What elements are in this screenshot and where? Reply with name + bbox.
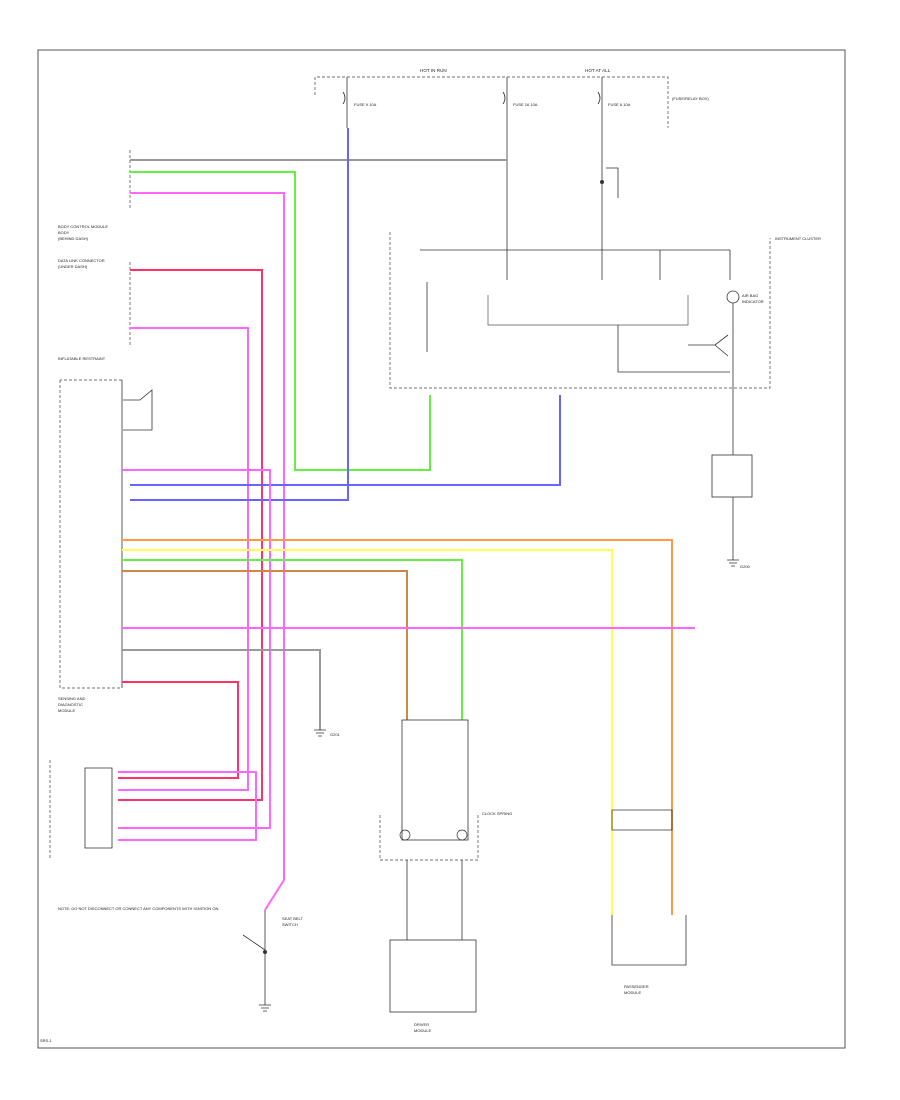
body-control-module: BODY CONTROL MODULE BODY (BEHIND DASH) (58, 150, 131, 241)
bcm-line-1: BODY (58, 230, 70, 235)
fuse-box-hot-at-all: HOT AT ALL (585, 68, 611, 73)
lower-left-connector (49, 760, 113, 858)
passenger-module: PASSENGER MODULE (611, 809, 687, 995)
data-link-connector: DATA LINK CONNECTOR (UNDER DASH) (58, 258, 131, 345)
air-bag-indicator-label: AIR BAG (742, 293, 758, 298)
bcm-line-2: (BEHIND DASH) (58, 236, 89, 241)
ground-g201: G201 (314, 729, 341, 737)
fuse-label-3: FUSE 6 10A (608, 102, 631, 107)
fuse-label-1: FUSE 9 10A (354, 102, 377, 107)
seat-belt-label-1: SEAT BELT (282, 916, 303, 921)
sdm-line-3: MODULE (58, 708, 75, 713)
instrument-cluster-title: INSTRUMENT CLUSTER (775, 236, 821, 241)
seat-belt-label-2: SWITCH (282, 922, 298, 927)
indicator-branch: G200 (711, 388, 753, 569)
fuse-box-note: (FUSE/RELAY BOX) (672, 96, 709, 101)
seat-belt-switch: SEAT BELT SWITCH (242, 910, 303, 1012)
sdm-title: INFLATABLE RESTRAINT (58, 356, 106, 361)
wiring (118, 128, 695, 915)
page-frame (37, 49, 846, 1049)
driver-module: CLOCK SPRING DRIVER MODULE (379, 719, 512, 1033)
ground-label-g201: G201 (330, 732, 341, 737)
fuse-box: HOT IN RUN HOT AT ALL (FUSE/RELAY BOX) F… (314, 68, 709, 232)
diagram-note: NOTE: DO NOT DISCONNECT OR CONNECT ANY C… (58, 906, 220, 911)
sdm-line-1: SENSING AND (58, 696, 85, 701)
driver-label-1: DRIVER (414, 1022, 429, 1027)
diagram-id: SRS-1 (40, 1038, 53, 1043)
passenger-label-2: MODULE (624, 990, 641, 995)
sdm-module: INFLATABLE RESTRAINT SENSING AND DIAGNOS… (58, 356, 153, 713)
dlc-line-1: (UNDER DASH) (58, 264, 88, 269)
fuse-label-2: FUSE 16 10A (513, 102, 538, 107)
fuse-box-hot-in-run: HOT IN RUN (420, 68, 447, 73)
passenger-label-1: PASSENGER (624, 984, 649, 989)
clock-spring-label: CLOCK SPRING (482, 811, 512, 816)
driver-label-2: MODULE (414, 1028, 431, 1033)
dlc-title: DATA LINK CONNECTOR (58, 258, 105, 263)
sdm-line-2: DIAGNOSTIC (58, 702, 83, 707)
ground-label-g200: G200 (740, 564, 751, 569)
bcm-title: BODY CONTROL MODULE (58, 224, 108, 229)
instrument-cluster: INSTRUMENT CLUSTER AIR BAG INDICATOR (389, 232, 821, 389)
air-bag-indicator-label-2: INDICATOR (742, 299, 764, 304)
